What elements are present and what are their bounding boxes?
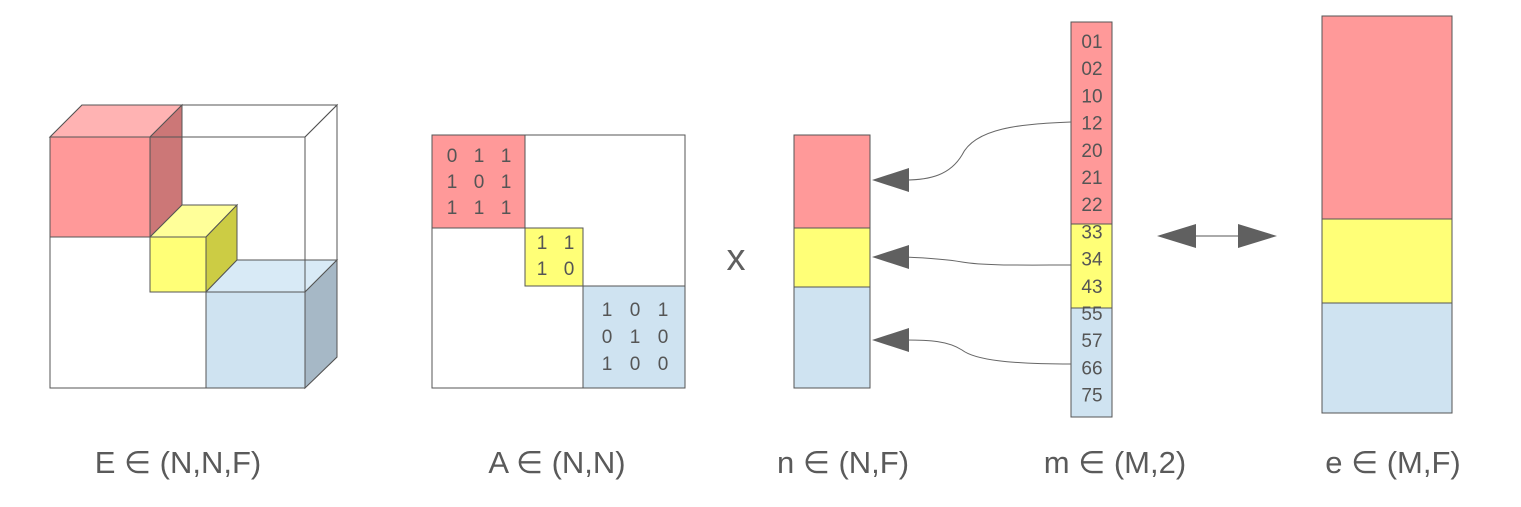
cube-outer-front: [49, 136, 306, 389]
index-entry: 02: [1081, 59, 1102, 80]
matrix-cell: 1: [447, 198, 458, 219]
index-list-m: 01 02 10 12 20 21 22 33 34 43 55 57 66 75: [1070, 21, 1113, 418]
yellow-block-front: [149, 236, 207, 293]
matrix-cell: 1: [537, 233, 548, 254]
gather-arrows: [872, 121, 1072, 365]
e-yellow-segment: [1321, 218, 1453, 304]
label-E: E ∈ (N,N,F): [95, 445, 262, 480]
label-e: e ∈ (M,F): [1325, 445, 1461, 480]
tensor-e: [1321, 15, 1453, 414]
matrix-cell: 0: [564, 259, 575, 280]
n-yellow-segment: [793, 227, 871, 288]
matrix-cell: 1: [501, 172, 512, 193]
red-block-front: [49, 136, 151, 238]
matrix-cell: 1: [564, 233, 575, 254]
index-entry: 57: [1081, 331, 1102, 352]
index-entry: 12: [1081, 114, 1102, 135]
index-entry: 33: [1081, 222, 1102, 243]
matrix-A-yellow-block: [524, 227, 584, 287]
index-entry: 22: [1081, 195, 1102, 216]
matrix-A-blue-block: [582, 285, 686, 389]
arrow-left-icon: [872, 328, 909, 352]
matrix-cell: 1: [447, 172, 458, 193]
tensor-E: [48, 103, 339, 390]
gather-curve-yellow: [904, 256, 1072, 266]
matrix-cell: 1: [474, 198, 485, 219]
matrix-cell: 1: [602, 354, 613, 375]
index-entry: 55: [1081, 304, 1102, 325]
gather-curve-red: [904, 121, 1072, 181]
matrix-cell: 1: [658, 300, 669, 321]
m-values: 01 02 10 12 20 21 22 33 34 43 55 57 66 75: [1081, 32, 1103, 407]
index-entry: 66: [1081, 358, 1102, 379]
matrix-cell: 0: [658, 327, 669, 348]
arrow-left-icon: [872, 168, 909, 192]
index-entry: 75: [1081, 386, 1102, 407]
matrix-cell: 0: [474, 172, 485, 193]
matrix-cell: 0: [447, 146, 458, 167]
matrix-cell: 0: [630, 300, 641, 321]
index-entry: 34: [1081, 250, 1103, 271]
label-m: m ∈ (M,2): [1044, 445, 1186, 480]
matrix-cell: 0: [630, 354, 641, 375]
blue-block-front: [205, 291, 306, 389]
index-entry: 21: [1081, 168, 1102, 189]
label-n: n ∈ (N,F): [777, 445, 909, 480]
matrix-cell: 1: [501, 146, 512, 167]
e-red-segment: [1321, 15, 1453, 220]
double-arrow-icon: [1157, 224, 1277, 248]
arrow-left-icon: [872, 245, 909, 269]
matrix-cell: 0: [602, 327, 613, 348]
index-entry: 10: [1081, 86, 1102, 107]
index-entry: 20: [1081, 141, 1102, 162]
e-blue-segment: [1321, 302, 1453, 414]
gather-curve-blue: [904, 339, 1072, 365]
matrix-A-red-block: [431, 134, 526, 229]
matrix-cell: 1: [630, 327, 641, 348]
label-A: A ∈ (N,N): [488, 445, 625, 480]
index-entry: 43: [1081, 277, 1102, 298]
matrix-cell: 1: [537, 259, 548, 280]
multiply-operator: x: [727, 237, 746, 279]
m-blue-segment: [1070, 307, 1113, 418]
tensor-n: [793, 134, 871, 389]
n-blue-segment: [793, 286, 871, 389]
n-red-segment: [793, 134, 871, 229]
matrix-cell: 1: [474, 146, 485, 167]
matrix-cell: 1: [602, 300, 613, 321]
matrix-cell: 0: [658, 354, 669, 375]
matrix-cell: 1: [501, 198, 512, 219]
index-entry: 01: [1081, 32, 1102, 53]
